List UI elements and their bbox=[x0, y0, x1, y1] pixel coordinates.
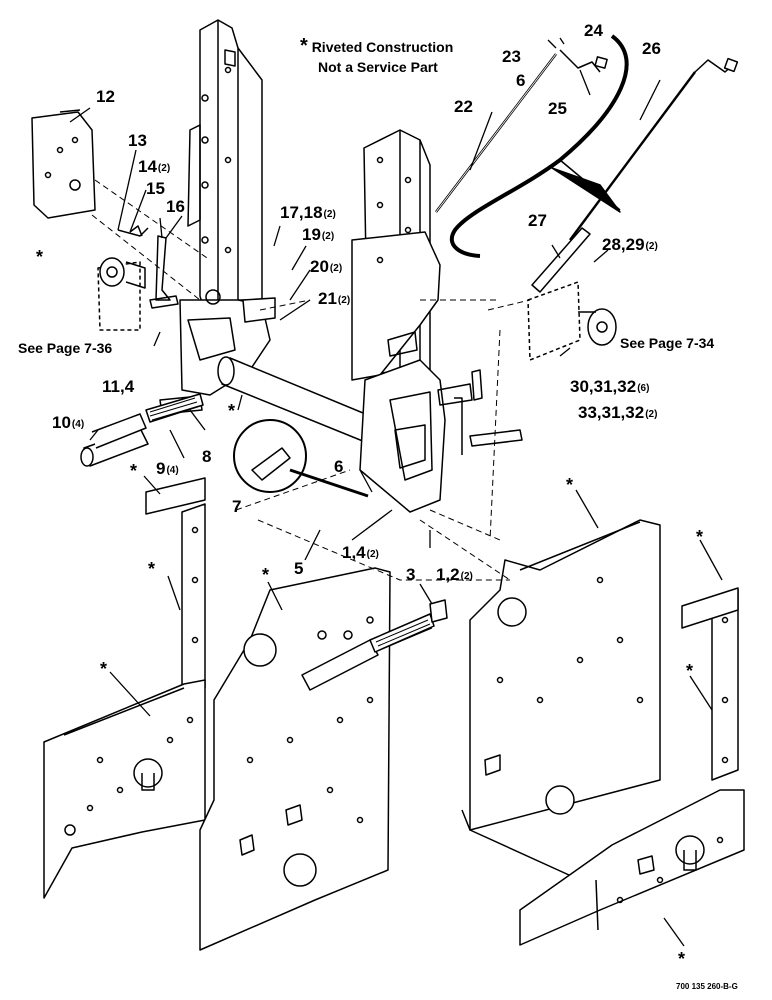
left-bearing-assembly bbox=[98, 258, 145, 330]
see-page-left: See Page 7-36 bbox=[18, 340, 113, 356]
see-page-right: See Page 7-34 bbox=[620, 335, 715, 351]
label-22: 22 bbox=[454, 97, 473, 116]
label-16: 16 bbox=[166, 197, 185, 216]
star-right-narrow: * bbox=[686, 661, 694, 681]
label-23: 23 bbox=[502, 47, 521, 66]
star-tube: * bbox=[228, 401, 236, 421]
label-5: 5 bbox=[294, 559, 304, 578]
assembly-lines bbox=[92, 180, 530, 580]
label-8: 8 bbox=[202, 447, 212, 466]
label-6-bottom: 6 bbox=[334, 457, 344, 476]
left-rollers bbox=[81, 394, 203, 466]
label-26: 26 bbox=[642, 39, 661, 58]
note-line-1: Riveted Construction bbox=[311, 39, 454, 55]
label-17-18: 17,18(2) bbox=[280, 203, 336, 222]
star-right-strip: * bbox=[696, 527, 704, 547]
label-10: 10(4) bbox=[52, 413, 85, 432]
label-30-31-32: 30,31,32(6) bbox=[570, 377, 650, 396]
figure-id: 700 135 260-B-G bbox=[676, 982, 738, 991]
right-narrow-panel bbox=[682, 588, 738, 780]
rod-26 bbox=[570, 59, 737, 240]
star-center-panel: * bbox=[262, 565, 270, 585]
label-12: 12 bbox=[96, 87, 115, 106]
left-lower-panel bbox=[44, 680, 205, 898]
label-33-31-32: 33,31,32(2) bbox=[578, 403, 658, 422]
part-25 bbox=[560, 50, 607, 72]
right-lower-panel bbox=[520, 790, 744, 945]
label-25: 25 bbox=[548, 99, 567, 118]
detail-inset bbox=[234, 420, 368, 496]
left-small-panel bbox=[32, 110, 95, 218]
right-bearing-assembly bbox=[528, 282, 616, 360]
center-panel bbox=[200, 568, 390, 950]
label-13: 13 bbox=[128, 131, 147, 150]
left-strip bbox=[146, 478, 205, 514]
label-1-2: 1,2(2) bbox=[436, 565, 473, 584]
label-21: 21(2) bbox=[318, 289, 351, 308]
label-14: 14(2) bbox=[138, 157, 171, 176]
label-1-4: 1,4(2) bbox=[342, 543, 379, 562]
bracket-curve bbox=[452, 36, 627, 256]
star-left-panel: * bbox=[36, 247, 44, 267]
note-line-2: Not a Service Part bbox=[318, 59, 438, 75]
label-20: 20(2) bbox=[310, 257, 343, 276]
label-9: 9(4) bbox=[156, 459, 179, 478]
left-upright-column bbox=[180, 20, 275, 395]
star-strip: * bbox=[130, 461, 138, 481]
label-3: 3 bbox=[406, 565, 416, 584]
right-rods bbox=[454, 398, 522, 455]
label-28-29: 28,29(2) bbox=[602, 235, 658, 254]
star-right-lower: * bbox=[678, 949, 686, 969]
right-upright-column bbox=[352, 130, 482, 512]
label-24: 24 bbox=[584, 21, 603, 40]
leader-lines bbox=[70, 38, 722, 946]
rod-27 bbox=[532, 228, 590, 292]
riveted-note: * Riveted Construction Not a Service Par… bbox=[300, 34, 453, 77]
label-27: 27 bbox=[528, 211, 547, 230]
left-narrow-panel bbox=[182, 504, 205, 696]
rod-22 bbox=[436, 54, 556, 212]
right-large-panel bbox=[462, 520, 660, 880]
note-star: * bbox=[300, 35, 308, 57]
star-narrow-left: * bbox=[148, 559, 156, 579]
center-springs bbox=[302, 600, 447, 690]
star-lower-left: * bbox=[100, 659, 108, 679]
label-19: 19(2) bbox=[302, 225, 335, 244]
star-right-panel: * bbox=[566, 475, 574, 495]
label-15: 15 bbox=[146, 179, 165, 198]
label-6-top: 6 bbox=[516, 71, 526, 90]
lever-assembly bbox=[118, 226, 178, 308]
label-11-4: 11,4 bbox=[102, 377, 135, 396]
label-7: 7 bbox=[232, 497, 242, 516]
